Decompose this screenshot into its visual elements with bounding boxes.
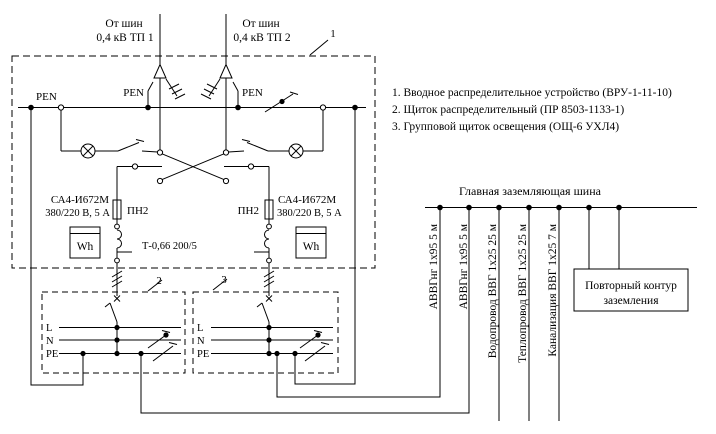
fuse-icon bbox=[264, 199, 274, 220]
panel-2-box bbox=[41, 279, 186, 374]
energy-meter-right bbox=[295, 226, 327, 259]
cable-label-heat: Теплопровод ВВГ 1х25 25 м bbox=[517, 223, 529, 363]
panel2-line-n-label: N bbox=[46, 336, 54, 347]
pen-label-left: PEN bbox=[36, 91, 57, 103]
cable-label-1: АВВГнг 1х95 5 м bbox=[428, 223, 440, 309]
feeder-1-line bbox=[153, 14, 186, 150]
pen-label-mid-left: PEN bbox=[123, 87, 144, 99]
fuse-icon bbox=[112, 199, 122, 220]
meter-left-model: СА4-И672М bbox=[51, 194, 109, 206]
feeder-1-voltage-label: 0,4 кВ ТП 1 bbox=[96, 32, 154, 44]
energy-meter-left bbox=[69, 226, 101, 259]
ct-coil-icon bbox=[264, 229, 270, 249]
panel3-line-n-label: N bbox=[197, 336, 205, 347]
pe-routing-wires bbox=[30, 107, 470, 414]
vru-enclosure-box bbox=[11, 39, 376, 269]
callout-1: 1 bbox=[330, 28, 336, 40]
panel3-line-l-label: L bbox=[197, 323, 203, 334]
bus-disconnect-switch bbox=[264, 91, 299, 113]
recontour-earthing-box bbox=[573, 268, 689, 312]
recontour-label-line2: заземления bbox=[603, 295, 659, 307]
cable-label-2: АВВГнг 1х95 5 м bbox=[458, 223, 470, 309]
panel2-line-l-label: L bbox=[46, 323, 52, 334]
recontour-label-line1: Повторный контур bbox=[585, 280, 677, 292]
pen-label-mid-right: PEN bbox=[242, 87, 263, 99]
feeder-2-source-label: От шин bbox=[242, 18, 279, 30]
metering-riser-left bbox=[104, 166, 132, 354]
arrester-icon bbox=[219, 63, 233, 79]
meter-left-rating: 380/220 В, 5 А bbox=[45, 208, 110, 219]
junction-dots bbox=[28, 98, 622, 357]
feeder-2-voltage-label: 0,4 кВ ТП 2 bbox=[233, 32, 291, 44]
fuse-right-label: ПН2 bbox=[238, 205, 259, 217]
panel-3-box bbox=[192, 278, 339, 374]
legend-item-1: 1. Вводное распределительное устройство … bbox=[392, 87, 672, 99]
changeover-crossover bbox=[117, 153, 269, 181]
cable-label-sewer: Канализация ВВГ 1х25 7 м bbox=[547, 223, 559, 356]
pen-bus bbox=[18, 81, 366, 108]
lamp-branch-left bbox=[60, 107, 158, 159]
legend-item-3: 3. Групповой щиток освещения (ОЩ-6 УХЛ4) bbox=[392, 121, 619, 133]
wh-right-label: Wh bbox=[303, 241, 320, 253]
legend-item-2: 2. Щиток распределительный (ПР 8503-1133… bbox=[392, 104, 624, 116]
fuse-left-label: ПН2 bbox=[127, 205, 148, 217]
cable-label-water: Водопровод ВВГ 1х25 25 м bbox=[487, 223, 499, 358]
lamp-branch-right bbox=[228, 107, 324, 159]
earthing-bus-title: Главная заземляющая шина bbox=[459, 184, 602, 198]
wh-left-label: Wh bbox=[77, 241, 94, 253]
panel2-line-pe-label: PE bbox=[46, 349, 58, 360]
contact-circles bbox=[57, 104, 327, 264]
arrester-icon bbox=[153, 63, 167, 79]
ct-label: Т-0,66 200/5 bbox=[142, 241, 197, 252]
callout-2: 2 bbox=[156, 275, 162, 287]
ct-coil-icon bbox=[116, 229, 122, 249]
meter-right-rating: 380/220 В, 5 А bbox=[277, 208, 342, 219]
feeder-1-source-label: От шин bbox=[105, 18, 142, 30]
feeder-2-line bbox=[200, 14, 233, 150]
panel3-line-pe-label: PE bbox=[197, 349, 209, 360]
meter-right-model: СА4-И672М bbox=[278, 194, 336, 206]
callout-3: 3 bbox=[221, 274, 227, 286]
